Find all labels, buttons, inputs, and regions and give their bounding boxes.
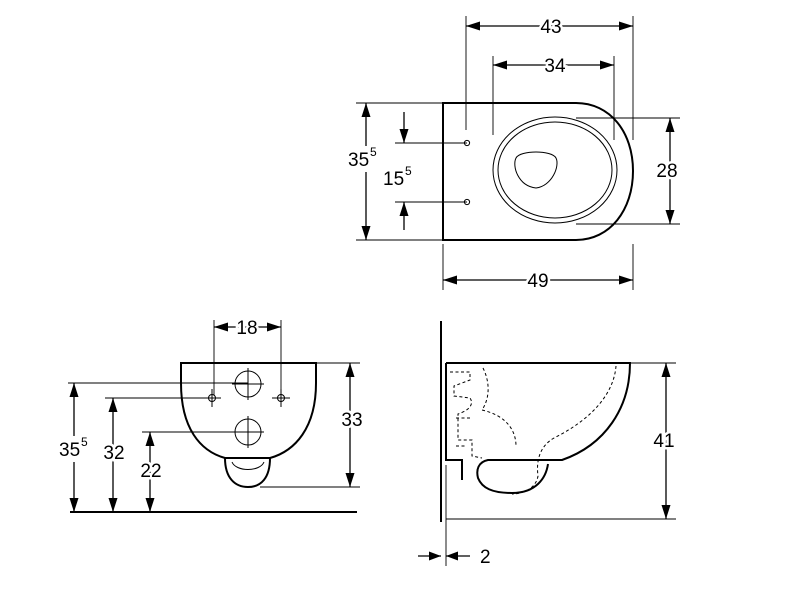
label-rim-height: 35 xyxy=(59,440,80,461)
dim-projection-height: 41 xyxy=(651,363,677,519)
front-view-inlet-curve xyxy=(231,461,265,470)
side-view: 41 2 xyxy=(418,321,677,568)
top-view-seat xyxy=(492,116,618,224)
label-length: 49 xyxy=(527,271,548,292)
side-view-inner-channel xyxy=(450,371,483,459)
dim-bolt-spacing: 18 xyxy=(214,316,281,342)
front-view: 18 33 35 5 32 22 xyxy=(57,316,365,513)
label-projection-height: 41 xyxy=(653,431,674,452)
label-pan-height: 33 xyxy=(341,410,362,431)
label-bolt-spacing: 18 xyxy=(236,318,257,339)
front-view-outlet xyxy=(224,457,271,489)
dim-inner-height: 28 xyxy=(654,118,680,224)
dim-pan-height: 33 xyxy=(339,363,365,487)
label-overall-width: 43 xyxy=(540,17,561,38)
label-seat-width: 34 xyxy=(544,56,566,77)
dim-length: 49 xyxy=(443,269,633,295)
dim-rim-height: 35 5 xyxy=(57,383,97,512)
top-view: 43 34 49 28 35 5 xyxy=(346,15,680,295)
label-wall-gap: 2 xyxy=(480,547,491,568)
label-rim-height-sup: 5 xyxy=(81,435,88,449)
top-view-outline xyxy=(442,102,635,241)
dim-outlet-height: 22 xyxy=(138,432,164,512)
dim-bolt-height: 32 xyxy=(101,398,127,512)
dim-seat-width: 34 xyxy=(493,54,614,80)
dim-fixing-spacing: 15 5 xyxy=(383,112,412,230)
label-total-height: 35 xyxy=(348,150,369,171)
dim-total-height: 35 5 xyxy=(346,103,388,240)
label-total-height-sup: 5 xyxy=(370,145,377,159)
dim-overall-width: 43 xyxy=(466,15,633,41)
top-view-bowl-opening xyxy=(514,151,558,189)
label-bolt-height: 32 xyxy=(103,443,124,464)
dim-wall-gap: 2 xyxy=(418,547,491,568)
label-fixing-spacing-sup: 5 xyxy=(405,164,412,178)
label-fixing-spacing: 15 xyxy=(383,169,404,190)
top-view-seat-inner xyxy=(497,121,613,219)
side-view-outline xyxy=(445,362,632,495)
label-outlet-height: 22 xyxy=(140,461,161,482)
label-inner-height: 28 xyxy=(656,161,677,182)
side-view-inner-bowl xyxy=(481,365,617,495)
side-view-inlet xyxy=(456,417,470,447)
